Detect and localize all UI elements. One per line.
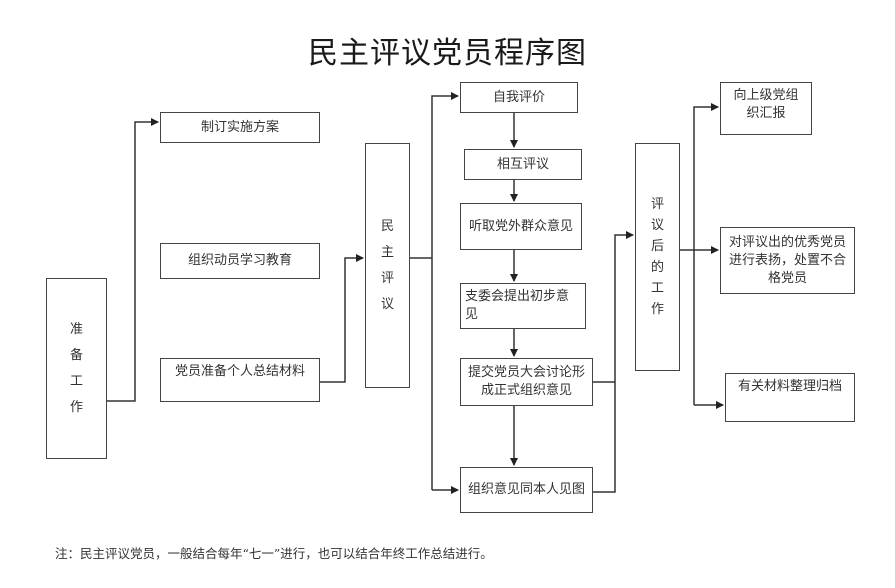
step-make-plan: 制订实施方案 bbox=[160, 112, 320, 143]
step-prepare-summary: 党员准备个人总结材料 bbox=[160, 358, 320, 402]
stage-after-char: 工 bbox=[650, 281, 664, 296]
stage-evaluate-char: 民 bbox=[380, 218, 394, 234]
stage-evaluate-char: 评 bbox=[380, 270, 394, 286]
step-commend-and-handle: 对评议出的优秀党员进行表扬，处置不合格党员 bbox=[720, 227, 855, 294]
stage-prepare-char: 作 bbox=[69, 399, 83, 415]
diagram-title: 民主评议党员程序图 bbox=[308, 36, 587, 71]
stage-after-char: 的 bbox=[650, 260, 664, 275]
step-report-upper: 向上级党组织汇报 bbox=[720, 82, 812, 135]
step-committee-opinion: 支委会提出初步意见 bbox=[460, 283, 586, 329]
step-mutual-evaluation: 相互评议 bbox=[464, 149, 582, 180]
connector-final-to-after bbox=[592, 231, 634, 493]
connector-spine-to-self bbox=[431, 92, 459, 490]
stage-prepare-char: 准 bbox=[69, 321, 83, 337]
connector-materials-to-evaluate bbox=[319, 254, 364, 383]
stage-prepare: 准 备 工 作 bbox=[46, 278, 107, 459]
stage-evaluate-char: 议 bbox=[380, 296, 394, 312]
step-members-meeting: 提交党员大会讨论形成正式组织意见 bbox=[460, 358, 593, 406]
connector-spine-to-report bbox=[693, 103, 719, 405]
stage-after-char: 议 bbox=[650, 218, 664, 233]
step-listen-public: 听取党外群众意见 bbox=[460, 203, 582, 250]
stage-after-char: 评 bbox=[650, 197, 664, 212]
step-mobilize-study: 组织动员学习教育 bbox=[160, 243, 320, 279]
stage-prepare-char: 备 bbox=[69, 347, 83, 363]
stage-after: 评 议 后 的 工 作 bbox=[635, 143, 680, 371]
stage-after-char: 作 bbox=[650, 302, 664, 317]
step-archive-materials: 有关材料整理归档 bbox=[725, 373, 855, 422]
step-self-evaluation: 自我评价 bbox=[460, 82, 578, 113]
stage-prepare-char: 工 bbox=[69, 373, 83, 389]
stage-after-char: 后 bbox=[650, 239, 664, 254]
footnote: 注：民主评议党员，一般结合每年“七一”进行，也可以结合年终工作总结进行。 bbox=[55, 546, 493, 561]
step-opinion-meet-member: 组织意见同本人见图 bbox=[460, 467, 593, 513]
stage-evaluate-char: 主 bbox=[380, 244, 394, 260]
connector-prepare-spine bbox=[106, 118, 159, 402]
stage-evaluate: 民 主 评 议 bbox=[365, 143, 410, 388]
